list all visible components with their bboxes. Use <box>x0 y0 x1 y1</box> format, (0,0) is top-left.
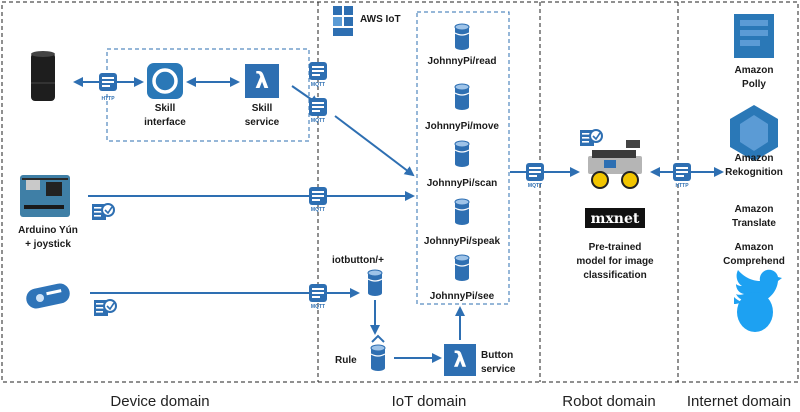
topic-label: JohnnyPi/read <box>428 56 497 67</box>
topic-cylinder-icon <box>454 83 470 111</box>
button-service-label-1: Button <box>481 350 513 361</box>
skill-service-label-2: service <box>245 117 280 128</box>
lambda-icon: λ <box>245 64 279 98</box>
skill-service-label-1: Skill <box>252 103 273 114</box>
svg-text:MQTT: MQTT <box>311 118 325 124</box>
rule-label: Rule <box>335 355 357 366</box>
iot-domain-label: IoT domain <box>392 393 467 410</box>
arduino-label-1: Arduino Yún <box>18 225 78 236</box>
rekognition-icon <box>730 105 778 161</box>
mqtt-badge-arduino: MQTT <box>309 187 327 213</box>
mxnet-logo: mxnet <box>585 208 645 228</box>
aws-iot-icon <box>333 6 353 36</box>
iot-button-icon <box>26 283 70 309</box>
topic-label: JohnnyPi/see <box>430 291 495 302</box>
topics-group-box <box>416 11 510 305</box>
topic-cylinder-icon <box>454 23 470 51</box>
svg-text:mxnet: mxnet <box>591 211 640 227</box>
translate-label-2: Translate <box>732 218 776 229</box>
polly-label-2: Polly <box>742 79 766 90</box>
polly-icon <box>734 14 774 58</box>
skill-to-topics-arrow <box>334 115 415 177</box>
robot-domain-label: Robot domain <box>562 393 655 410</box>
svg-text:HTTP: HTTP <box>675 183 689 189</box>
topic-cylinder-icon <box>367 269 383 297</box>
certificate-icon <box>93 299 117 317</box>
mqtt-badge-button: MQTT <box>309 284 327 310</box>
model-label-3: classification <box>583 270 646 281</box>
topic-cylinder-icon <box>454 254 470 282</box>
robot-car-icon <box>588 140 642 189</box>
aws-iot-label: AWS IoT <box>360 14 401 25</box>
button-service-label-2: service <box>481 364 516 375</box>
svg-text:HTTP: HTTP <box>101 96 115 102</box>
http-badge-internet: HTTP <box>673 163 691 189</box>
amazon-echo-icon <box>31 51 55 101</box>
svg-text:MQTT: MQTT <box>311 304 325 310</box>
polly-label-1: Amazon <box>735 65 774 76</box>
lambda-icon: λ <box>444 344 476 376</box>
certificate-icon <box>91 203 115 221</box>
http-badge-echo: HTTP <box>99 73 117 102</box>
skill-group-box <box>106 48 310 142</box>
topics-list: JohnnyPi/read JohnnyPi/move JohnnyPi/sca… <box>424 23 501 302</box>
mqtt-badge-robot: MQTT <box>526 163 544 189</box>
skill-interface-label-2: interface <box>144 117 186 128</box>
certificate-icon <box>579 129 603 147</box>
model-label-2: model for image <box>576 256 654 267</box>
svg-text:MQTT: MQTT <box>311 207 325 213</box>
svg-text:λ: λ <box>255 69 269 94</box>
topic-label: JohnnyPi/speak <box>424 236 501 247</box>
alexa-skill-icon <box>147 63 183 99</box>
mqtt-badge-skill: MQTT <box>309 62 327 88</box>
rule-icon <box>370 334 386 372</box>
translate-label-1: Amazon <box>735 204 774 215</box>
topic-label: JohnnyPi/move <box>425 121 499 132</box>
rekognition-label-2: Rekognition <box>725 167 783 178</box>
arduino-board-icon <box>20 175 70 217</box>
topic-cylinder-icon <box>454 198 470 226</box>
iotbutton-label: iotbutton/+ <box>332 255 384 266</box>
model-label-1: Pre-trained <box>589 242 642 253</box>
comprehend-label-1: Amazon <box>735 242 774 253</box>
mqtt-badge-skill-lower: MQTT <box>309 98 327 124</box>
device-domain-label: Device domain <box>110 393 209 410</box>
topic-cylinder-icon <box>454 140 470 168</box>
internet-domain-label: Internet domain <box>687 393 791 410</box>
topic-label: JohnnyPi/scan <box>427 178 498 189</box>
svg-text:MQTT: MQTT <box>528 183 542 189</box>
twitter-bird-icon <box>734 269 782 332</box>
svg-text:λ: λ <box>453 348 466 372</box>
svg-text:MQTT: MQTT <box>311 82 325 88</box>
domain-separators <box>1 1 799 383</box>
rekognition-label-1: Amazon <box>735 153 774 164</box>
skill-interface-label-1: Skill <box>155 103 176 114</box>
arduino-label-2: + joystick <box>25 239 71 250</box>
comprehend-label-2: Comprehend <box>723 256 785 267</box>
